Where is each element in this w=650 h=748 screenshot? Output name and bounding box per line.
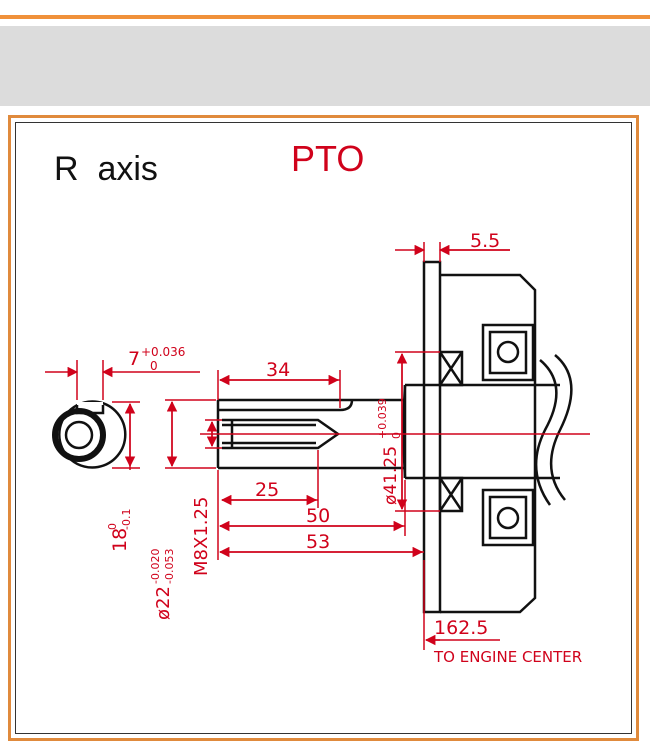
top-accent-rule (0, 15, 650, 19)
pto-shaft (216, 398, 405, 470)
drawing-inner-border (15, 122, 632, 734)
dim-keyway-tol-upper: +0.036 (141, 345, 185, 359)
dim-shaft-diameter: ø22 (153, 586, 174, 620)
dim-keyway-width: 7 (128, 348, 140, 370)
dim-engine-center-distance: 162.5 (434, 617, 488, 639)
dim-boss-dia-tol-lower: 0 (390, 432, 403, 439)
upper-bearing (438, 323, 535, 387)
dim-shaft-length-53: 53 (306, 531, 330, 553)
dim-boss-diameter: ø41.25 (381, 446, 401, 505)
dim-keyway-tol-lower: 0 (150, 359, 158, 373)
housing-outline (402, 260, 573, 614)
dim-key-height-tol-lower: -0.1 (120, 509, 133, 530)
dim-key-height: 18 (109, 528, 131, 552)
dim-shaft-dia-tol-upper: -0.020 (149, 549, 162, 584)
dim-shaft-dia-tol-lower: -0.053 (163, 549, 176, 584)
shaft-end-view (52, 400, 127, 469)
dim-shaft-length-50: 50 (306, 505, 330, 527)
pto-title: PTO (291, 138, 365, 179)
dim-key-height-tol-upper: 0 (106, 523, 119, 530)
dim-flange-thickness: 5.5 (470, 230, 500, 252)
lower-bearing (438, 476, 535, 547)
dim-thread-spec: M8X1.25 (191, 497, 212, 576)
axis-label: R axis (54, 150, 158, 188)
dimension-lines (45, 242, 510, 650)
dim-key-length: 34 (266, 359, 290, 381)
dimension-labels: 5.5 7 +0.036 0 34 25 50 53 18 0 -0.1 ø22… (106, 230, 582, 666)
dim-thread-depth: 25 (255, 479, 279, 501)
dim-boss-dia-tol-upper: +0.039 (376, 398, 389, 439)
engine-center-label: TO ENGINE CENTER (433, 648, 582, 666)
header-band (0, 26, 650, 106)
